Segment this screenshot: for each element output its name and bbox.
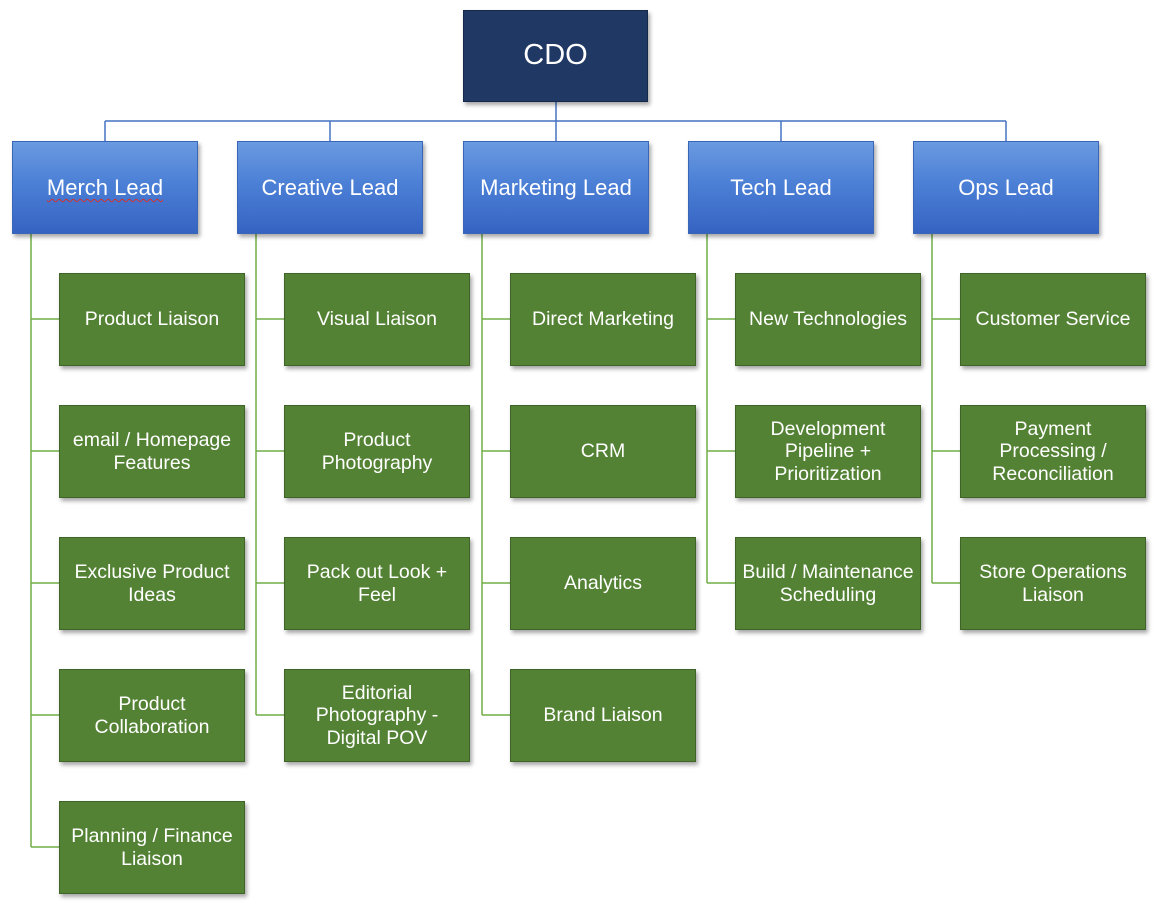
lead-label: Merch Lead: [47, 175, 163, 200]
item-label: Customer Service: [975, 308, 1131, 331]
item-label: Editorial Photography - Digital POV: [315, 681, 439, 749]
item-label: CRM: [580, 440, 626, 463]
lead-ops[interactable]: Ops Lead: [913, 141, 1099, 234]
item-label: Exclusive Product Ideas: [74, 561, 230, 606]
root-connectors: [104, 102, 1007, 141]
item-pack-out-look-feel[interactable]: Pack out Look + Feel: [284, 537, 470, 630]
item-exclusive-product-ideas[interactable]: Exclusive Product Ideas: [59, 537, 245, 630]
lead-creative[interactable]: Creative Lead: [237, 141, 423, 234]
item-label: Direct Marketing: [532, 308, 674, 331]
item-visual-liaison[interactable]: Visual Liaison: [284, 273, 470, 366]
item-store-operations-liaison[interactable]: Store Operations Liaison: [960, 537, 1146, 630]
item-development-pipeline[interactable]: Development Pipeline + Prioritization: [735, 405, 921, 498]
lead-label-text: Merch Lead: [46, 174, 164, 200]
root-label: CDO: [523, 39, 588, 72]
item-label: New Technologies: [749, 308, 907, 331]
item-label: Pack out Look + Feel: [306, 561, 448, 606]
lead-merch[interactable]: Merch Lead: [12, 141, 198, 234]
item-crm[interactable]: CRM: [510, 405, 696, 498]
item-label: email / Homepage Features: [72, 429, 232, 474]
item-editorial-photography[interactable]: Editorial Photography - Digital POV: [284, 669, 470, 762]
lead-tech[interactable]: Tech Lead: [688, 141, 874, 234]
item-email-homepage-features[interactable]: email / Homepage Features: [59, 405, 245, 498]
item-label: Brand Liaison: [543, 704, 663, 727]
item-label: Product Photography: [321, 429, 433, 474]
item-product-collaboration[interactable]: Product Collaboration: [59, 669, 245, 762]
item-planning-finance-liaison[interactable]: Planning / Finance Liaison: [59, 801, 245, 894]
item-brand-liaison[interactable]: Brand Liaison: [510, 669, 696, 762]
item-label: Build / Maintenance Scheduling: [742, 561, 914, 606]
item-label: Development Pipeline + Prioritization: [770, 417, 886, 485]
item-new-technologies[interactable]: New Technologies: [735, 273, 921, 366]
lead-marketing[interactable]: Marketing Lead: [463, 141, 649, 234]
item-label: Analytics: [563, 572, 643, 595]
item-label: Store Operations Liaison: [979, 561, 1127, 606]
item-connectors: [30, 234, 960, 848]
lead-label: Ops Lead: [958, 174, 1054, 200]
item-label: Visual Liaison: [317, 308, 437, 331]
item-product-liaison[interactable]: Product Liaison: [59, 273, 245, 366]
item-direct-marketing[interactable]: Direct Marketing: [510, 273, 696, 366]
item-build-maintenance-scheduling[interactable]: Build / Maintenance Scheduling: [735, 537, 921, 630]
lead-label: Creative Lead: [261, 174, 399, 200]
item-product-photography[interactable]: Product Photography: [284, 405, 470, 498]
lead-label: Marketing Lead: [480, 174, 632, 200]
item-label: Planning / Finance Liaison: [71, 825, 233, 870]
item-payment-processing[interactable]: Payment Processing / Reconciliation: [960, 405, 1146, 498]
item-label: Product Liaison: [84, 308, 220, 331]
item-label: Payment Processing / Reconciliation: [992, 417, 1114, 485]
item-label: Product Collaboration: [94, 693, 210, 738]
item-customer-service[interactable]: Customer Service: [960, 273, 1146, 366]
lead-label: Tech Lead: [730, 174, 832, 200]
item-analytics[interactable]: Analytics: [510, 537, 696, 630]
root-node-cdo[interactable]: CDO: [463, 10, 648, 102]
